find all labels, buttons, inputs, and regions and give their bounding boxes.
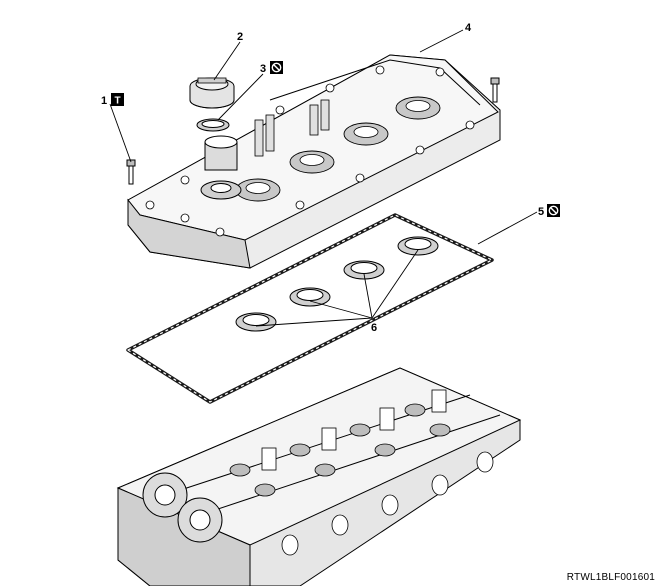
- no-reuse-icon: [270, 61, 283, 74]
- callout-6: 6: [371, 322, 377, 334]
- oil-filler-cap: [189, 77, 235, 109]
- figure-reference-code: RTWL1BLF001601: [566, 572, 655, 583]
- callout-label: 5: [538, 206, 544, 218]
- callout-label: 3: [260, 63, 266, 75]
- tube-seals: [235, 236, 439, 332]
- no-reuse-icon: [547, 204, 560, 217]
- callout-5: 5: [538, 204, 560, 218]
- callout-1: 1 T: [101, 93, 124, 107]
- cylinder-head-cover: [127, 54, 501, 269]
- callout-4: 4: [465, 22, 472, 34]
- callout-label: 4: [465, 22, 472, 34]
- filler-cap-seal: [196, 118, 230, 132]
- torque-symbol-letter: T: [114, 96, 120, 107]
- callout-label: 2: [237, 31, 243, 43]
- callout-label: 6: [371, 322, 377, 334]
- callout-2: 2: [237, 31, 243, 43]
- torque-icon: T: [111, 93, 124, 107]
- tube-seal-4: [397, 236, 439, 256]
- tube-seal-3: [343, 260, 385, 280]
- callout-3: 3: [260, 61, 283, 75]
- callout-label: 1: [101, 95, 107, 107]
- cover-bolt-left: [126, 159, 136, 185]
- cylinder-head: [116, 367, 522, 586]
- tube-seal-1: [235, 312, 277, 332]
- cover-gasket: [126, 213, 494, 404]
- leader-lines: [109, 29, 538, 327]
- cover-bolt-right: [490, 77, 500, 103]
- tube-seal-2: [289, 287, 331, 307]
- oil-filler-neck: [200, 135, 242, 200]
